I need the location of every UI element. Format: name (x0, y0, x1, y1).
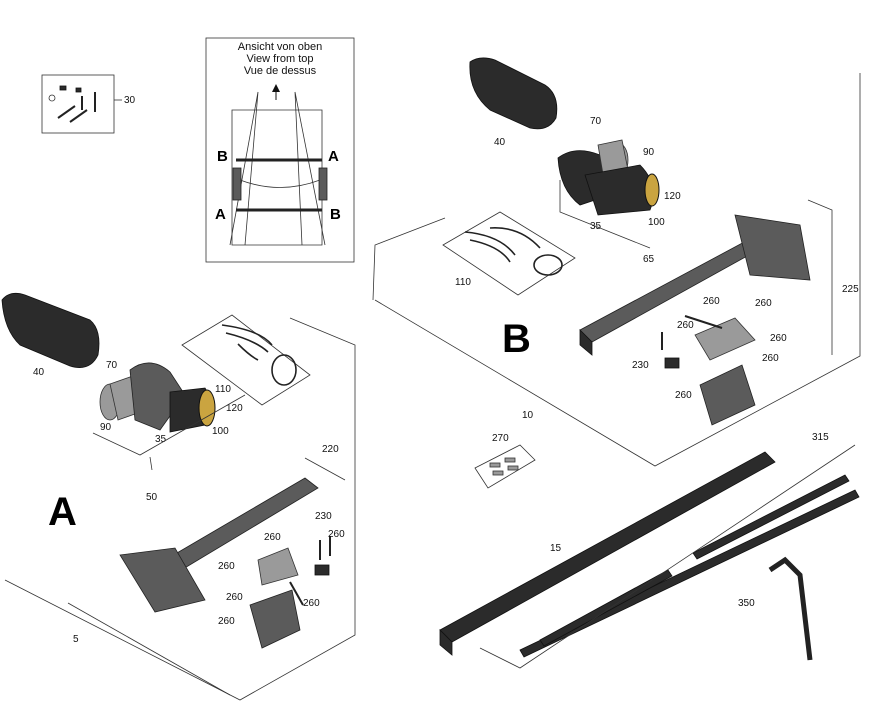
label-part-260-a3: 260 (218, 561, 235, 572)
label-part-120-b: 120 (664, 191, 681, 202)
label-part-70-a: 70 (106, 360, 118, 371)
label-part-90-a: 90 (100, 422, 112, 433)
cover-40-b (469, 57, 558, 130)
label-part-260-b5: 260 (762, 353, 779, 364)
label-part-110-a: 110 (215, 384, 231, 395)
label-part-15: 15 (550, 543, 562, 554)
label-part-5: 5 (73, 634, 79, 645)
label-part-260-b3: 260 (677, 320, 694, 331)
hardware-kit-30: 30 (41, 74, 136, 134)
bottom-right-parts: 270 15 315 350 (439, 432, 860, 669)
label-part-50-a: 50 (146, 492, 158, 503)
label-part-10: 10 (522, 410, 534, 421)
label-part-230-a: 230 (315, 511, 332, 522)
label-part-40-a: 40 (33, 367, 45, 378)
label-part-260-a5: 260 (303, 598, 320, 609)
label-part-230-b: 230 (632, 360, 649, 371)
top-view-letter-b-right: B (330, 206, 341, 223)
section-letter-a: A (48, 490, 77, 534)
mount-plate-b (734, 214, 811, 281)
label-part-350: 350 (738, 598, 755, 609)
bar-315-lower (519, 489, 860, 658)
beam-220 (164, 477, 319, 573)
top-view-title-de: Ansicht von oben (238, 41, 322, 53)
label-part-260-b6: 260 (675, 390, 692, 401)
label-part-260-b1: 260 (703, 296, 720, 307)
label-part-100-a: 100 (212, 426, 229, 437)
section-a-assembly: 40 110 70 90 120 35 100 50 A 220 23 (1, 292, 356, 701)
label-part-260-a1: 260 (264, 532, 281, 543)
arrow-up-icon (272, 84, 280, 92)
label-part-260-a2: 260 (328, 529, 345, 540)
top-view-title-fr: Vue de dessus (244, 65, 317, 77)
label-part-270: 270 (492, 433, 509, 444)
section-letter-b: B (502, 317, 531, 361)
section-b-assembly: 40 70 90 120 35 100 65 110 B 225 260 260… (372, 57, 861, 467)
label-part-120-a: 120 (226, 403, 243, 414)
label-part-260-a4: 260 (226, 592, 243, 603)
label-part-90-b: 90 (643, 147, 655, 158)
label-part-35-b: 35 (590, 221, 602, 232)
bar-315-upper (692, 474, 850, 560)
label-part-225: 225 (842, 284, 859, 295)
label-part-70-b: 70 (590, 116, 602, 127)
cover-40-a (1, 292, 100, 368)
label-part-65: 65 (643, 254, 655, 265)
label-part-110-b: 110 (455, 277, 471, 288)
label-part-260-b2: 260 (755, 298, 772, 309)
label-part-35-a: 35 (155, 434, 167, 445)
mount-plate-a (119, 547, 206, 613)
label-part-100-b: 100 (648, 217, 665, 228)
label-part-40-b: 40 (494, 137, 506, 148)
label-part-220: 220 (322, 444, 339, 455)
top-view-box: Ansicht von oben View from top Vue de de… (205, 37, 355, 263)
label-part-30: 30 (124, 95, 136, 106)
top-view-letter-b-left: B (217, 148, 228, 165)
label-part-315: 315 (812, 432, 829, 443)
top-view-letter-a-left: A (215, 206, 226, 223)
top-view-title-en: View from top (246, 53, 313, 65)
label-part-260-b4: 260 (770, 333, 787, 344)
label-part-260-a6: 260 (218, 616, 235, 627)
top-view-letter-a-right: A (328, 148, 339, 165)
